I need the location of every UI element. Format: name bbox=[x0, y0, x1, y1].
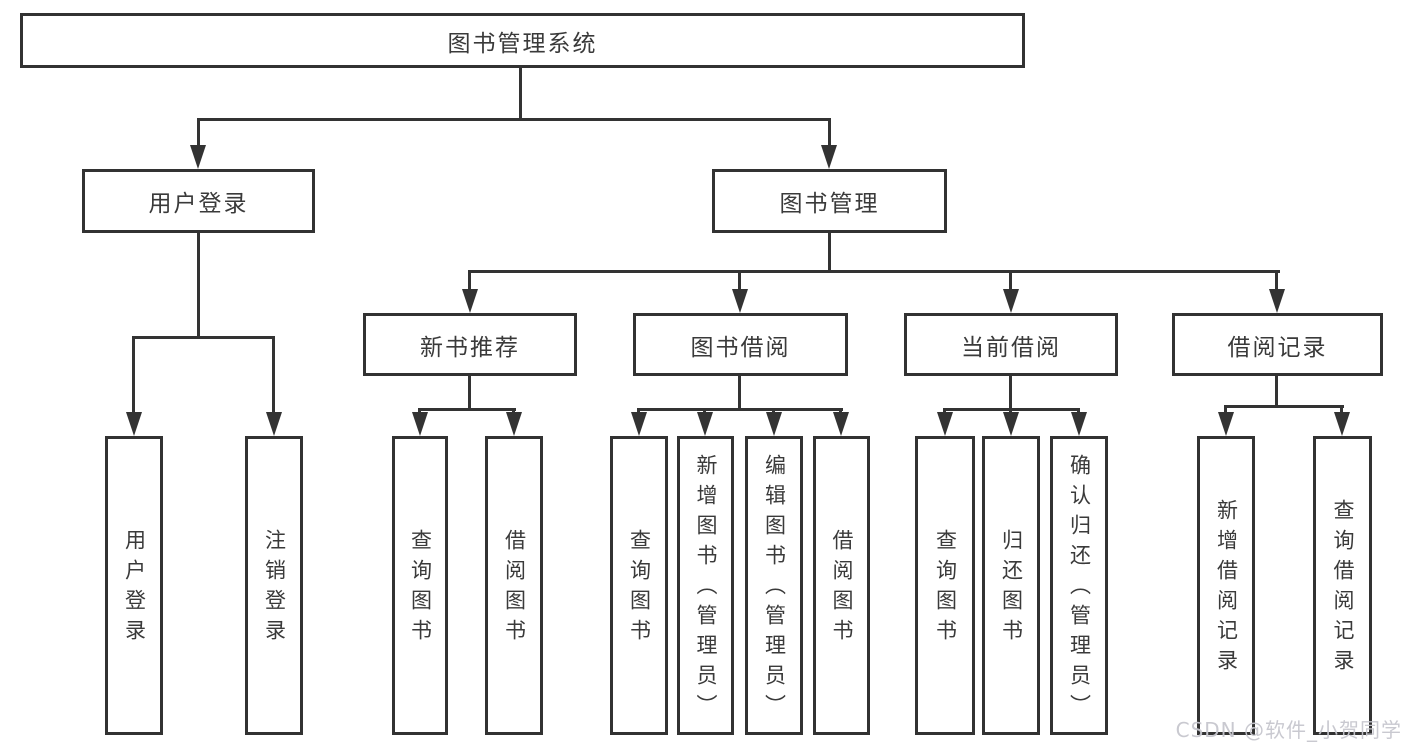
leaf-borrow-add-books: 新增图书（管理员） bbox=[677, 436, 734, 735]
leaf-current-query-books: 查询图书 bbox=[915, 436, 975, 735]
leaf-logout: 注销登录 bbox=[245, 436, 303, 735]
leaf-borrow-query-books: 查询图书 bbox=[610, 436, 668, 735]
node-user-login: 用户登录 bbox=[82, 169, 315, 233]
tree-connector bbox=[197, 118, 831, 121]
arrowhead-down bbox=[412, 412, 428, 436]
tree-connector bbox=[637, 408, 843, 411]
leaf-current-confirm-return: 确认归还（管理员） bbox=[1050, 436, 1108, 735]
leaf-newbook-borrow-books: 借阅图书 bbox=[485, 436, 543, 735]
tree-connector bbox=[1009, 376, 1012, 410]
leaf-borrow-edit-books: 编辑图书（管理员） bbox=[745, 436, 803, 735]
arrowhead-down bbox=[1269, 289, 1285, 313]
arrowhead-down bbox=[833, 412, 849, 436]
leaf-borrow-borrow-books: 借阅图书 bbox=[813, 436, 870, 735]
tree-connector bbox=[468, 376, 471, 410]
tree-connector bbox=[468, 270, 1280, 273]
tree-connector bbox=[1009, 270, 1012, 296]
node-library-system: 图书管理系统 bbox=[20, 13, 1025, 68]
tree-connector bbox=[1224, 405, 1344, 408]
tree-connector bbox=[468, 270, 471, 296]
tree-connector bbox=[132, 336, 135, 418]
leaf-user-login: 用户登录 bbox=[105, 436, 163, 735]
arrowhead-down bbox=[1071, 412, 1087, 436]
node-borrow-records: 借阅记录 bbox=[1172, 313, 1383, 376]
tree-connector bbox=[197, 118, 200, 148]
arrowhead-down bbox=[732, 289, 748, 313]
node-book-borrow: 图书借阅 bbox=[633, 313, 848, 376]
tree-connector bbox=[738, 376, 741, 410]
arrowhead-down bbox=[126, 412, 142, 436]
leaf-current-return-books: 归还图书 bbox=[982, 436, 1040, 735]
node-current-borrow: 当前借阅 bbox=[904, 313, 1118, 376]
tree-connector bbox=[197, 233, 200, 338]
tree-connector bbox=[828, 233, 831, 272]
leaf-newbook-query-books: 查询图书 bbox=[392, 436, 448, 735]
tree-connector bbox=[1275, 270, 1278, 296]
arrowhead-down bbox=[190, 145, 206, 169]
tree-connector bbox=[418, 408, 516, 411]
tree-connector bbox=[1224, 405, 1227, 418]
csdn-watermark: CSDN @软件_小贺同学 bbox=[1175, 718, 1402, 742]
arrowhead-down bbox=[506, 412, 522, 436]
tree-connector bbox=[272, 336, 275, 418]
arrowhead-down bbox=[697, 412, 713, 436]
arrowhead-down bbox=[1334, 412, 1350, 436]
node-new-book-recommend: 新书推荐 bbox=[363, 313, 577, 376]
arrowhead-down bbox=[462, 289, 478, 313]
tree-connector bbox=[738, 270, 741, 296]
tree-connector bbox=[132, 336, 275, 339]
arrowhead-down bbox=[1003, 289, 1019, 313]
arrowhead-down bbox=[1003, 412, 1019, 436]
arrowhead-down bbox=[1218, 412, 1234, 436]
leaf-records-add-record: 新增借阅记录 bbox=[1197, 436, 1255, 735]
leaf-records-query-record: 查询借阅记录 bbox=[1313, 436, 1372, 735]
arrowhead-down bbox=[766, 412, 782, 436]
tree-connector bbox=[828, 118, 831, 148]
node-book-management: 图书管理 bbox=[712, 169, 947, 233]
arrowhead-down bbox=[821, 145, 837, 169]
tree-connector bbox=[519, 68, 522, 118]
tree-connector bbox=[1275, 376, 1278, 407]
arrowhead-down bbox=[266, 412, 282, 436]
arrowhead-down bbox=[937, 412, 953, 436]
tree-connector bbox=[1340, 405, 1343, 418]
arrowhead-down bbox=[631, 412, 647, 436]
